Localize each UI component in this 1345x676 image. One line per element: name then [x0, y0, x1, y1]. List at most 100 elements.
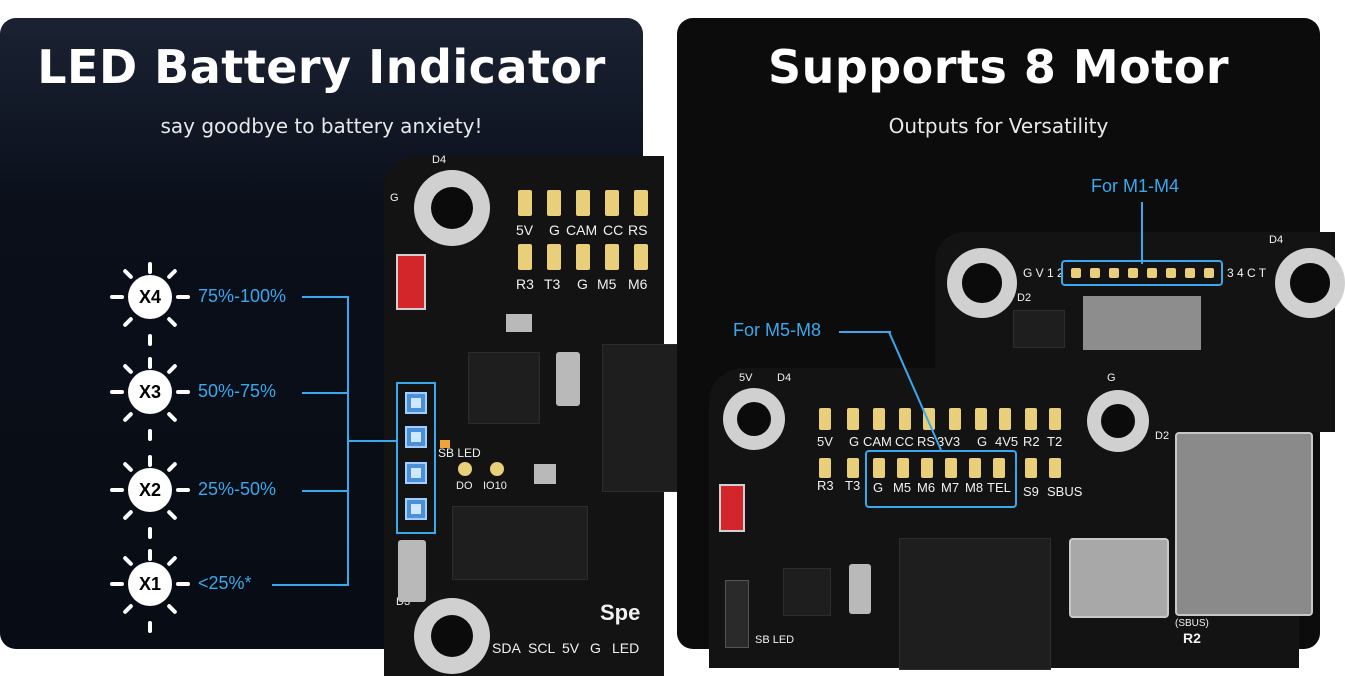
pad-label: 5V	[562, 640, 580, 656]
motor-pad-label: TEL	[987, 480, 1011, 495]
stacked-board-bottom: 5V D4 G D2 5V G CAM CC RS 3V3 G 4V5 R2 T…	[709, 368, 1313, 670]
panel-subtitle: Outputs for Versatility	[888, 114, 1109, 138]
led-strip	[725, 580, 749, 648]
callout-line	[888, 331, 942, 451]
sd-card-slot	[1175, 432, 1313, 616]
chip	[783, 568, 831, 616]
regulator-chip	[452, 506, 588, 580]
level-range: 75%-100%	[198, 286, 287, 306]
pad-label: R2	[1023, 434, 1040, 449]
label-g: G	[390, 192, 399, 204]
usb-c-port	[1069, 538, 1169, 618]
orange-led	[440, 440, 450, 448]
button	[506, 314, 532, 332]
pad-label: M5	[597, 276, 617, 292]
pad-label: G	[849, 434, 860, 449]
pad-label: 5V	[516, 222, 534, 238]
connector-line	[302, 392, 348, 394]
chip	[1013, 310, 1065, 348]
callout-line	[1141, 202, 1143, 264]
pad-label: G	[590, 640, 601, 656]
motor-pad-label: M7	[941, 480, 960, 495]
pad-label: R3	[516, 276, 534, 292]
mounting-hole	[414, 170, 490, 246]
top-connector-right-label: 3 4 C T	[1227, 266, 1267, 280]
label-d2: D2	[1155, 430, 1170, 442]
callout-line	[839, 331, 891, 333]
sb-led-label: SB LED	[755, 634, 795, 646]
pad-label: T3	[845, 478, 861, 493]
r2-label: R2	[1183, 630, 1201, 646]
pad-label: M6	[628, 276, 648, 292]
level-range: 50%-75%	[198, 381, 277, 401]
battery-connector	[719, 484, 745, 532]
panel-title: Supports 8 Motor	[767, 40, 1230, 94]
pad-label: 3V3	[937, 434, 961, 449]
motor-outputs-panel: Supports 8 Motor Outputs for Versatility…	[677, 18, 1345, 670]
crystal	[556, 352, 580, 406]
led-badge: X3	[128, 370, 172, 414]
pad	[847, 458, 859, 478]
label-d4: D4	[432, 154, 447, 166]
sbus-label: (SBUS)	[1175, 618, 1209, 629]
pad-label: G	[549, 222, 560, 238]
pad-label: G	[577, 276, 588, 292]
panel-title: LED Battery Indicator	[37, 40, 606, 94]
battery-connector	[396, 254, 426, 310]
battery-led	[405, 426, 427, 448]
label-5v: 5V	[739, 372, 753, 384]
pad-label: CAM	[566, 222, 598, 238]
led-badge: X2	[128, 468, 172, 512]
pad-label: R3	[817, 478, 834, 493]
level-range: 25%-50%	[198, 479, 277, 499]
callout-m5-m8: For M5-M8	[733, 320, 822, 340]
brand-label: Spe	[600, 600, 641, 625]
pad-label: S9	[1023, 484, 1039, 499]
led-badge: X4	[128, 275, 172, 319]
mounting-hole	[947, 248, 1017, 318]
panel-subtitle: say goodbye to battery anxiety!	[160, 114, 483, 138]
motor-pad-label: M6	[917, 480, 936, 495]
battery-led	[405, 462, 427, 484]
pad-label: SCL	[528, 640, 556, 656]
pad	[1025, 458, 1037, 478]
pad-label: 5V	[817, 434, 833, 449]
connector-line	[348, 440, 396, 442]
motor-connector-m5-m8: G M5 M6 M7 M8 TEL	[865, 450, 1017, 508]
connector-line	[272, 584, 348, 586]
led-battery-panel: LED Battery Indicator say goodbye to bat…	[0, 18, 684, 676]
battery-led-strip	[396, 382, 436, 534]
mcu-chip	[602, 344, 684, 492]
callout-m1-m4: For M1-M4	[1091, 176, 1180, 196]
chip	[468, 352, 540, 424]
crystal	[849, 564, 871, 614]
pad-label: LED	[612, 640, 640, 656]
pad-label: RS	[628, 222, 648, 238]
motor-pad-label: M8	[965, 480, 984, 495]
mounting-hole	[723, 388, 785, 450]
pad-label: CC	[603, 222, 624, 238]
pad-io10	[490, 462, 504, 476]
pad-label: G	[977, 434, 988, 449]
motor-pad-label: G	[873, 480, 884, 495]
label-d4: D4	[777, 372, 792, 384]
pad-label: T3	[544, 276, 561, 292]
label-d4: D4	[1269, 234, 1284, 246]
pad	[1049, 458, 1061, 478]
pad-label: SDA	[492, 640, 521, 656]
mounting-hole	[414, 598, 490, 674]
pad-label: CAM	[863, 434, 892, 449]
do-label: DO	[456, 480, 473, 492]
mcu-chip	[899, 538, 1051, 670]
button	[534, 464, 556, 484]
flight-controller-board: D4 G D3 5V G CAM CC RS R3 T3 G M5 M6	[384, 154, 684, 676]
pad-label: SBUS	[1047, 484, 1083, 499]
label-d2: D2	[1017, 292, 1032, 304]
label-g: G	[1107, 372, 1116, 384]
battery-led	[405, 498, 427, 520]
pad-label: T2	[1047, 434, 1063, 449]
pad-label: 4V5	[995, 434, 1019, 449]
pad	[819, 458, 831, 478]
pad-label: CC	[895, 434, 914, 449]
mounting-hole	[1275, 248, 1345, 318]
